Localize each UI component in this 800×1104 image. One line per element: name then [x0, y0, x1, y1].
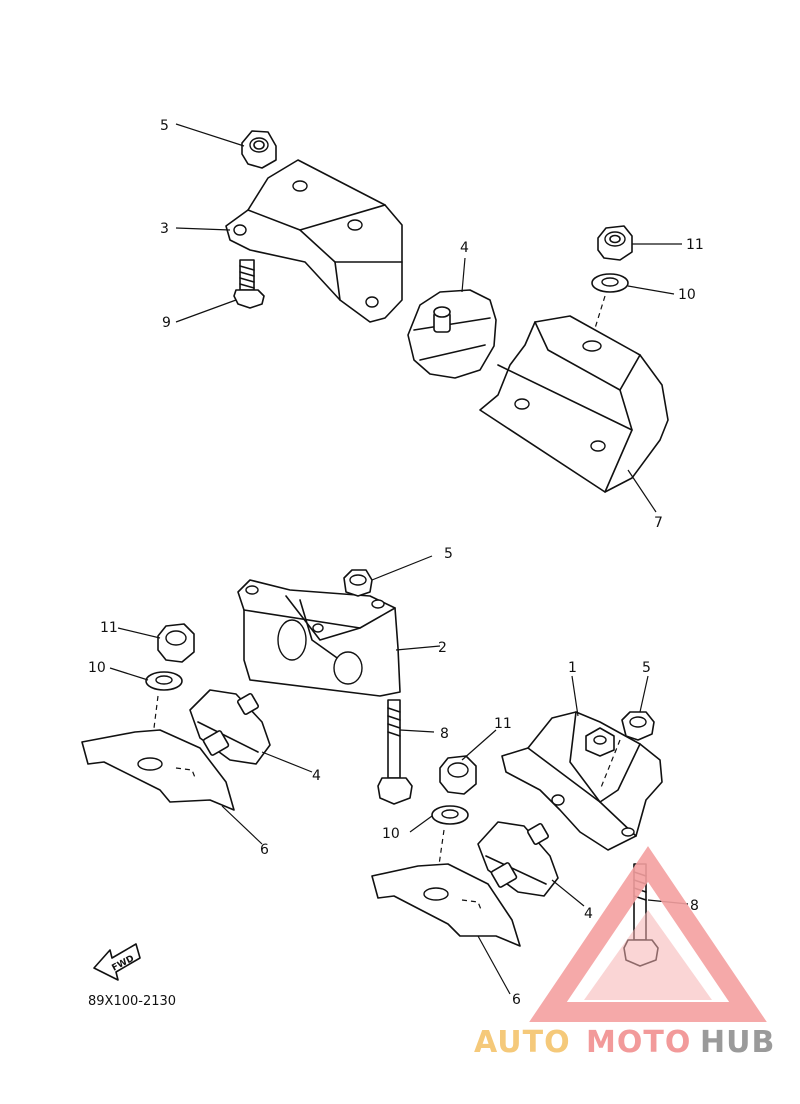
nut-part-5-top [241, 130, 277, 169]
damper-part-4-top [407, 289, 497, 379]
callout-top-7: 7 [654, 515, 663, 531]
callout-top-5: 5 [160, 118, 169, 134]
bracket-part-7 [479, 315, 669, 493]
callout-right-8: 8 [690, 898, 699, 914]
callout-right-6: 6 [512, 992, 521, 1008]
nut-part-5-right [621, 711, 655, 741]
callout-top-10: 10 [678, 287, 696, 303]
watermark-hub: HUB [700, 1025, 775, 1060]
callout-left-4: 4 [312, 768, 321, 784]
washer-part-10-right [431, 805, 469, 825]
nut-part-11-right [439, 755, 477, 795]
washer-part-10-top [591, 273, 629, 293]
callout-top-11: 11 [686, 237, 704, 253]
diagram-code: 89X100-2130 [88, 994, 176, 1009]
plate-part-6-left [81, 729, 235, 811]
callout-top-9: 9 [162, 315, 171, 331]
nut-part-5-mid [343, 569, 373, 597]
nut-part-11-top [597, 225, 633, 261]
callout-left-10: 10 [88, 660, 106, 676]
nut-part-11-left [157, 623, 195, 663]
callout-right-11: 11 [494, 716, 512, 732]
callout-right-5: 5 [642, 660, 651, 676]
watermark-auto: AUTO [474, 1025, 571, 1060]
bracket-part-2 [237, 579, 401, 697]
callout-left-11: 11 [100, 620, 118, 636]
forward-arrow-icon: FWD [93, 943, 141, 981]
damper-part-4-right [477, 821, 559, 897]
callout-right-1: 1 [568, 660, 577, 676]
callout-mid-2: 2 [438, 640, 447, 656]
bolt-part-8-mid [377, 699, 413, 805]
callout-right-10: 10 [382, 826, 400, 842]
callout-top-4: 4 [460, 240, 469, 256]
plate-part-6-right [371, 863, 521, 947]
callout-mid-5: 5 [444, 546, 453, 562]
washer-part-10-left [145, 671, 183, 691]
damper-part-4-left [189, 689, 271, 765]
bolt-part-9 [233, 259, 265, 309]
callout-labels: 5 3 9 4 11 10 7 5 2 11 10 8 4 6 1 5 11 1… [88, 118, 704, 1008]
callout-top-3: 3 [160, 221, 169, 237]
watermark-moto: MOTO [586, 1025, 691, 1060]
bracket-part-3 [225, 159, 403, 323]
bracket-part-1 [501, 711, 663, 851]
callout-left-6: 6 [260, 842, 269, 858]
callout-mid-8: 8 [440, 726, 449, 742]
callout-right-4: 4 [584, 906, 593, 922]
automotohub-watermark-logo: AUTO MOTO HUB [474, 846, 775, 1060]
